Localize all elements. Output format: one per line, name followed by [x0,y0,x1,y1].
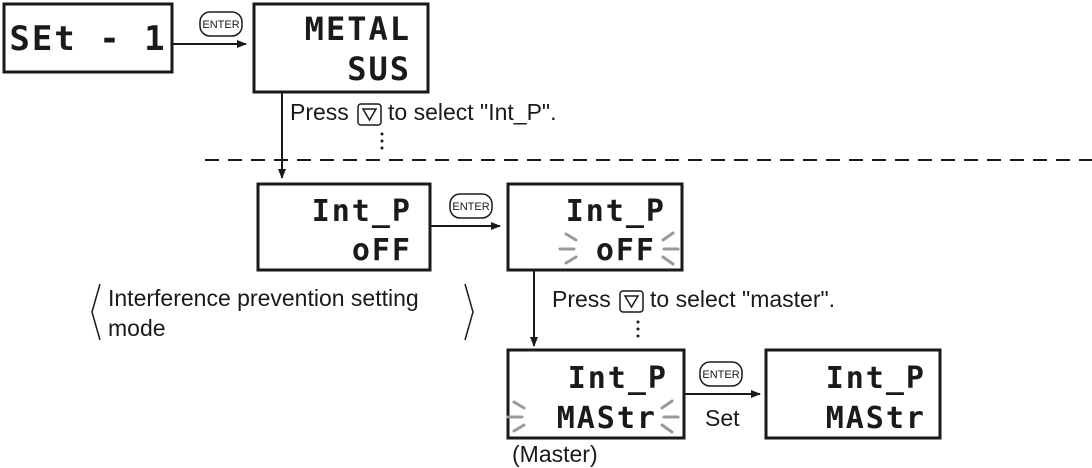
enter-key-2-label: ENTER [452,201,489,213]
display-int-p-master: Int_P MAStr [764,348,942,440]
step2-select: to select "master". [650,286,835,312]
mode-label-line1: Interference prevention setting [108,285,419,311]
enter-key-3-label: ENTER [702,369,739,381]
blink-indicator-icon [506,399,680,434]
down-key-icon-2 [619,290,644,313]
continuation-dots-2 [636,320,640,338]
down-key-icon-1 [357,103,382,126]
display-int-p-master-blinking-bottom: MAStr [557,401,657,436]
blink-indicator-icon [558,231,680,266]
step1-select: to select "Int_P". [388,99,556,125]
display-metal-bottom: SUS [347,50,411,88]
display-int-p-off-top: Int_P [312,194,412,229]
enter-key-1: ENTER [199,11,243,37]
display-metal-top: METAL [305,10,411,48]
enter-key-3: ENTER [699,361,743,387]
display-int-p-off-blinking-top: Int_P [566,194,666,229]
display-int-p-master-bottom: MAStr [826,401,926,436]
display-int-p-off-blinking: Int_P oFF [506,182,684,272]
mode-bracket-right [464,283,474,341]
display-int-p-off-blinking-bottom: oFF [596,233,656,268]
display-int-p-off-bottom: oFF [352,233,412,268]
master-caption: (Master) [512,441,598,467]
step2-press: Press [552,286,611,312]
display-metal: METAL SUS [252,2,430,94]
enter-key-1-label: ENTER [202,19,239,31]
display-set-1: SEt - 1 [2,2,174,74]
display-int-p-off: Int_P oFF [256,182,432,272]
enter-key-2: ENTER [449,193,493,219]
mode-bracket-left [91,283,101,341]
mode-label-line2: mode [108,315,166,341]
display-int-p-master-blinking: Int_P MAStr [506,348,686,440]
display-set-1-top: SEt - 1 [9,19,166,59]
display-int-p-master-top: Int_P [826,361,926,396]
set-label: Set [705,405,740,431]
display-int-p-master-blinking-top: Int_P [568,361,668,396]
continuation-dots-1 [380,132,384,150]
step1-press: Press [290,99,349,125]
